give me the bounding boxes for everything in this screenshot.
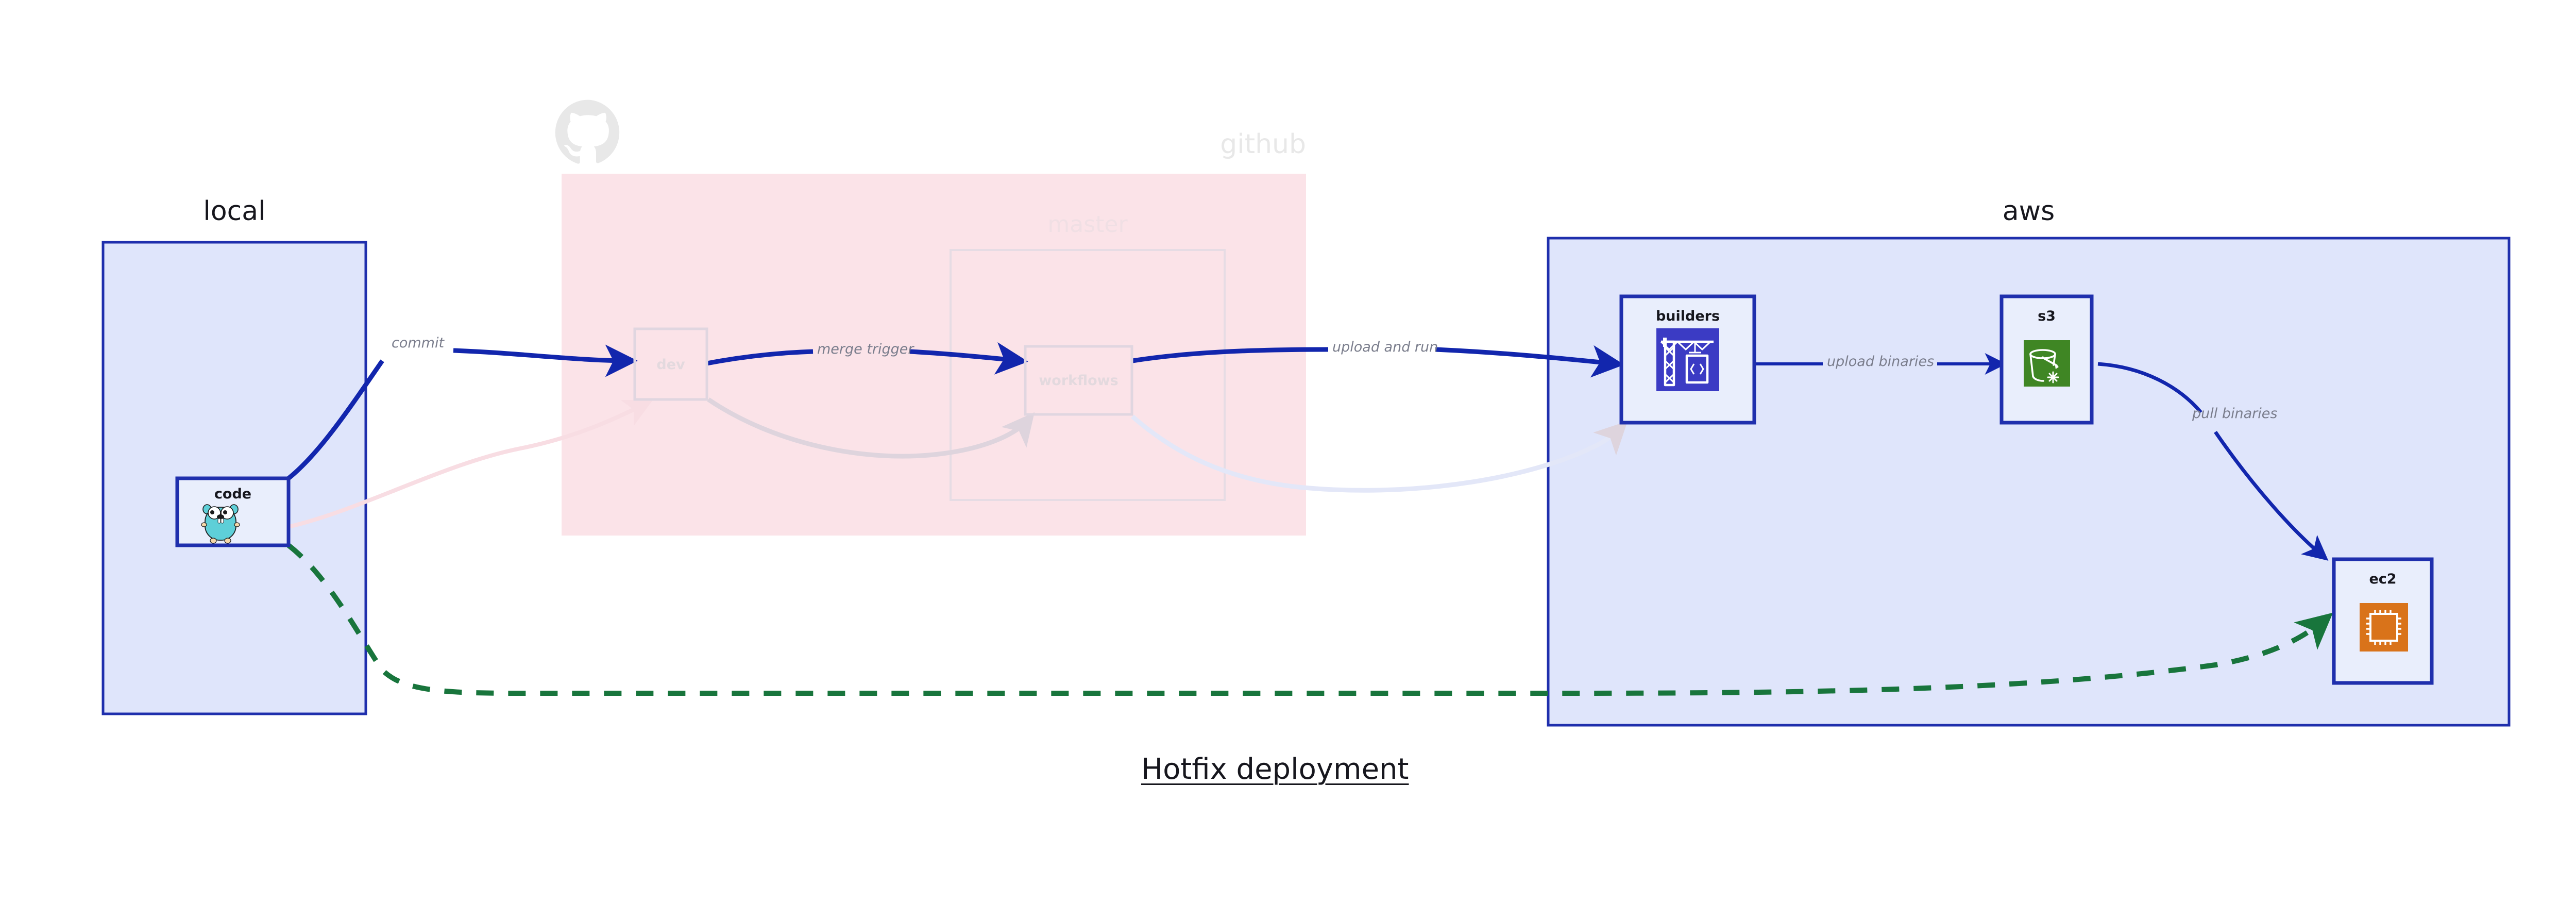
edge-label-merge-trigger: merge trigger [817,341,914,357]
github-octocat-icon [555,99,620,164]
node-workflows-box[interactable] [1024,345,1133,416]
edge-pull-binaries-upper [2097,362,2202,414]
edge-label-upload-and-run: upload and run [1332,339,1438,355]
node-label-builders: builders [1655,308,1720,324]
edge-faded-workflows-builders [1131,414,1628,493]
node-label-workflows: workflows [1039,373,1118,389]
edge-upload-and-run-right [1435,345,1624,378]
cluster-title-local: local [203,196,266,227]
edge-upload-and-run-left [1132,347,1329,363]
diagram-title: Hotfix deployment [1141,753,1409,786]
edge-pull-binaries-lower [2214,431,2329,561]
edge-commit-left [287,359,384,480]
edge-merge-trigger-right [909,342,1028,375]
crane-code-icon [1656,328,1719,391]
go-gopher-icon [201,504,240,544]
s3-bucket-icon [2024,340,2070,387]
edge-commit-right [453,344,638,377]
node-dev-box[interactable] [633,327,708,401]
edge-label-upload-binaries: upload binaries [1827,354,1935,370]
node-label-code: code [214,486,252,502]
cluster-title-github: github [1220,129,1306,160]
edge-label-commit: commit [392,335,445,351]
ec2-chip-icon [2360,603,2408,652]
subcluster-title-master: master [1047,211,1128,238]
node-label-dev: dev [656,357,685,373]
cluster-title-aws: aws [2002,196,2055,227]
node-label-ec2: ec2 [2369,571,2397,587]
edge-faded-dev-workflows [707,397,1035,459]
node-label-s3: s3 [2038,308,2056,324]
edge-hotfix-direct [286,543,2333,696]
edge-merge-trigger-left [706,349,814,366]
edge-label-pull-binaries: pull binaries [2192,406,2278,422]
subcluster-master [950,249,1226,501]
edge-faded-code-dev [288,399,653,529]
